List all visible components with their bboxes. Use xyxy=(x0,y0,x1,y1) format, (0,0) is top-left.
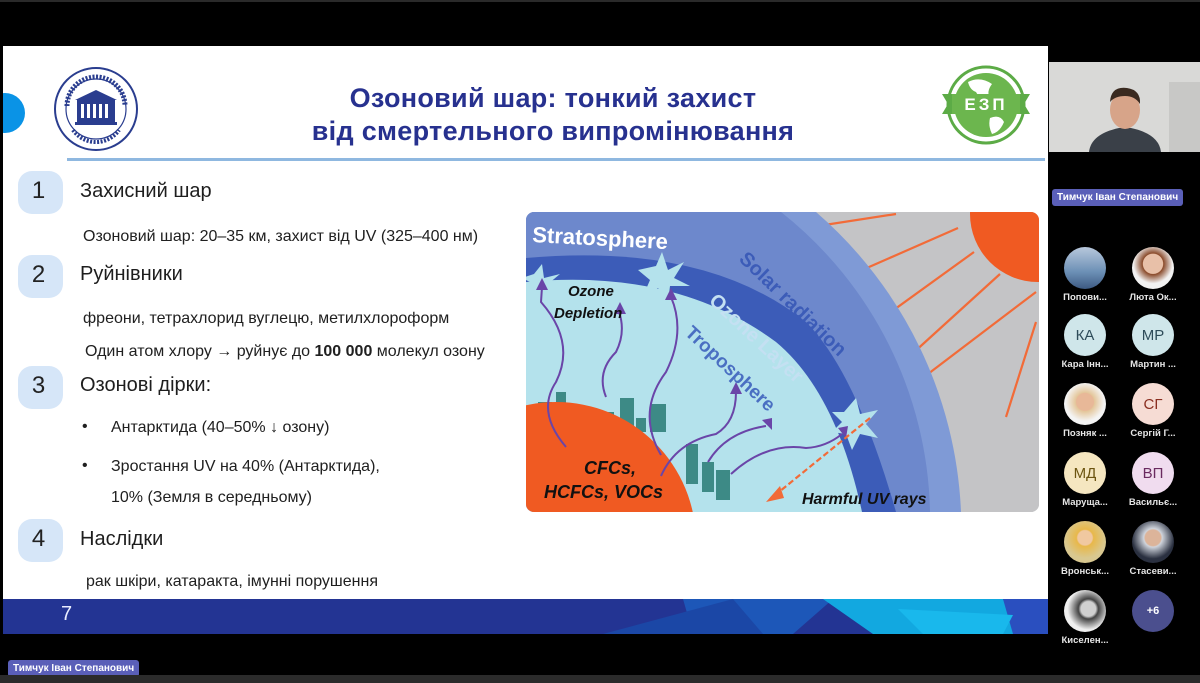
more-participants-button[interactable]: +6 xyxy=(1123,590,1183,658)
slide-page-number: 7 xyxy=(61,603,73,625)
earth-icon xyxy=(526,402,693,512)
sun-icon xyxy=(970,212,1039,282)
participant-name: Киселен... xyxy=(1061,635,1109,646)
participant-tile[interactable]: СГ Сергій Г... xyxy=(1123,383,1183,451)
participant-avatar: СГ xyxy=(1132,383,1174,425)
lviv-polytechnic-logo xyxy=(54,67,138,151)
ezp-logo: ЕЗП xyxy=(942,65,1030,145)
chlorine-fact: Один атом хлору → руйнує до 100 000 моле… xyxy=(85,343,485,361)
chlorine-fact-text-end: молекул озону xyxy=(372,343,485,360)
presenter-name-tag: Тимчук Іван Степанович xyxy=(8,660,140,677)
participant-avatar xyxy=(1064,521,1106,563)
bullet-icon: • xyxy=(82,418,88,435)
participant-tile[interactable]: Попови... xyxy=(1055,247,1115,315)
section-number-badge: 3 xyxy=(18,366,63,409)
participant-name: Попови... xyxy=(1063,292,1107,303)
speaker-video[interactable] xyxy=(1049,62,1200,152)
section-text: рак шкіри, катаракта, імунні порушення xyxy=(86,573,378,590)
participant-avatar: ВП xyxy=(1132,452,1174,494)
participant-tile[interactable]: КА Кара Інн... xyxy=(1055,314,1115,382)
participant-tile[interactable]: Позняк ... xyxy=(1055,383,1115,451)
speaker-video-feed xyxy=(1049,62,1200,152)
cfcs-label-1: CFCs, xyxy=(584,458,636,478)
section-text: Озоновий шар: 20–35 км, захист від UV (3… xyxy=(83,228,479,245)
bottom-bar xyxy=(0,675,1200,683)
section-heading: Руйнівники xyxy=(80,263,183,285)
participant-name: Маруща... xyxy=(1062,497,1108,508)
slide-title-line2: від смертельного випромінювання xyxy=(311,116,795,146)
participant-avatar xyxy=(1132,247,1174,289)
bullet-text: Антарктида (40–50% ↓ озону) xyxy=(111,419,330,436)
section-number-badge: 1 xyxy=(18,171,63,214)
participant-name: Васильє... xyxy=(1128,497,1178,508)
bullet-text: Зростання UV на 40% (Антарктида), xyxy=(111,458,380,475)
participant-tile[interactable]: Стасеви... xyxy=(1123,521,1183,589)
participant-name: Вронськ... xyxy=(1060,566,1109,577)
participant-tile[interactable]: Киселен... xyxy=(1055,590,1115,658)
participant-name: Мартин ... xyxy=(1130,359,1176,370)
ezp-logo-text: ЕЗП xyxy=(964,95,1007,114)
shared-slide: ЕЗП Озоновий шар: тонкий захист від смер… xyxy=(3,46,1048,634)
slide-title: Озоновий шар: тонкий захист від смертель… xyxy=(183,82,923,148)
participant-avatar: КА xyxy=(1064,314,1106,356)
participant-avatar: МД xyxy=(1064,452,1106,494)
section-heading: Захисний шар xyxy=(80,180,212,202)
bullet-icon: • xyxy=(82,457,88,474)
participant-avatar xyxy=(1064,590,1106,632)
footer-pattern xyxy=(3,599,1048,634)
title-divider xyxy=(67,158,1045,161)
participant-tile[interactable]: МД Маруща... xyxy=(1055,452,1115,520)
participant-avatar xyxy=(1064,247,1106,289)
participant-avatar: МР xyxy=(1132,314,1174,356)
chlorine-fact-text: Один атом хлору → руйнує до xyxy=(85,343,315,360)
participant-avatar xyxy=(1132,521,1174,563)
ozone-depletion-label-2: Depletion xyxy=(554,305,622,322)
slide-title-line1: Озоновий шар: тонкий захист xyxy=(349,83,757,113)
slide-footer: 7 xyxy=(3,599,1048,634)
cfcs-label-2: HCFCs, VOCs xyxy=(544,482,663,502)
participant-tile[interactable]: ВП Васильє... xyxy=(1123,452,1183,520)
ozone-depletion-label-1: Ozone xyxy=(568,283,614,300)
participant-name: Стасеви... xyxy=(1129,566,1177,577)
harmful-uv-label: Harmful UV rays xyxy=(802,491,927,508)
participant-name: Люта Ок... xyxy=(1129,292,1177,303)
participant-name: Сергій Г... xyxy=(1130,428,1176,439)
participant-avatar xyxy=(1064,383,1106,425)
bullet-continuation: 10% (Земля в середньому) xyxy=(111,489,313,506)
participant-name: Кара Інн... xyxy=(1061,359,1109,370)
section-number-badge: 2 xyxy=(18,255,63,298)
section-number-badge: 4 xyxy=(18,519,63,562)
ozone-layer-diagram: Stratosphere Solar radiation Ozone Layer… xyxy=(526,212,1039,512)
section-heading: Озонові дірки: xyxy=(80,374,212,396)
chlorine-fact-number: 100 000 xyxy=(314,343,373,360)
section-heading: Наслідки xyxy=(80,528,164,550)
ozone-diagram-graphic: Stratosphere Solar radiation Ozone Layer… xyxy=(526,212,1039,512)
participant-tile[interactable]: Вронськ... xyxy=(1055,521,1115,589)
speaker-name-tag: Тимчук Іван Степанович xyxy=(1052,189,1184,206)
section-text: фреони, тетрахлорид вуглецю, метилхлороф… xyxy=(83,310,450,327)
more-participants-count: +6 xyxy=(1132,590,1174,632)
slide-accent-dot xyxy=(3,93,25,133)
participant-tile[interactable]: МР Мартин ... xyxy=(1123,314,1183,382)
participant-name: Позняк ... xyxy=(1063,428,1107,439)
participant-tile[interactable]: Люта Ок... xyxy=(1123,247,1183,315)
